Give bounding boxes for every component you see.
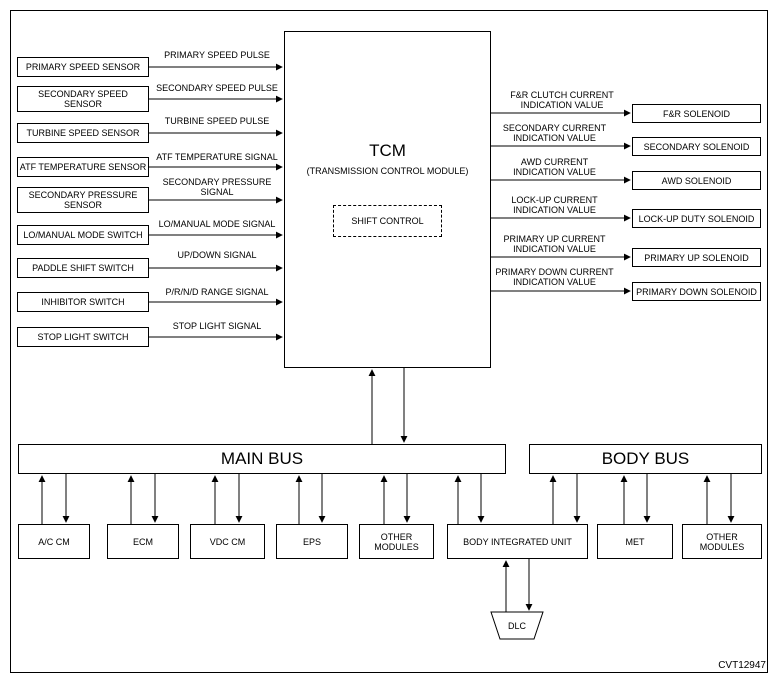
body-integrated-unit-module: BODY INTEGRATED UNIT <box>447 524 588 559</box>
awd-current-label: AWD CURRENT INDICATION VALUE <box>513 157 596 177</box>
primary-down-solenoid-box: PRIMARY DOWN SOLENOID <box>632 282 761 301</box>
secondary-speed-sensor-box: SECONDARY SPEED SENSOR <box>17 86 149 112</box>
diagram-frame <box>10 10 768 673</box>
tcm-title: TCM <box>369 141 406 160</box>
secondary-pressure-sensor-box: SECONDARY PRESSURE SENSOR <box>17 187 149 213</box>
dlc-label: DLC <box>507 621 526 631</box>
primary-speed-pulse-label: PRIMARY SPEED PULSE <box>164 50 270 60</box>
figure-reference: CVT12947 <box>718 660 766 671</box>
inhibitor-switch-box: INHIBITOR SWITCH <box>17 292 149 312</box>
atf-temperature-sensor-box: ATF TEMPERATURE SENSOR <box>17 157 149 177</box>
other-modules-body: OTHER MODULES <box>682 524 762 559</box>
turbine-speed-pulse-label: TURBINE SPEED PULSE <box>164 116 270 126</box>
paddle-shift-switch-box: PADDLE SHIFT SWITCH <box>17 258 149 278</box>
ac-cm-module: A/C CM <box>18 524 90 559</box>
shift-control-box: SHIFT CONTROL <box>333 205 442 237</box>
atf-temperature-signal-label: ATF TEMPERATURE SIGNAL <box>156 152 278 162</box>
body-bus: BODY BUS <box>529 444 762 474</box>
primary-up-solenoid-box: PRIMARY UP SOLENOID <box>632 248 761 267</box>
lock-up-current-label: LOCK-UP CURRENT INDICATION VALUE <box>511 195 598 215</box>
up-down-signal-label: UP/DOWN SIGNAL <box>177 250 257 260</box>
primary-up-current-label: PRIMARY UP CURRENT INDICATION VALUE <box>503 234 606 254</box>
secondary-current-label: SECONDARY CURRENT INDICATION VALUE <box>502 123 607 143</box>
main-bus: MAIN BUS <box>18 444 506 474</box>
lock-up-duty-solenoid-box: LOCK-UP DUTY SOLENOID <box>632 209 761 228</box>
stop-light-signal-label: STOP LIGHT SIGNAL <box>172 321 262 331</box>
other-modules-main: OTHER MODULES <box>359 524 434 559</box>
ecm-module: ECM <box>107 524 179 559</box>
turbine-speed-sensor-box: TURBINE SPEED SENSOR <box>17 123 149 143</box>
prnd-range-signal-label: P/R/N/D RANGE SIGNAL <box>165 287 269 297</box>
secondary-pressure-signal-label: SECONDARY PRESSURE SIGNAL <box>162 177 272 197</box>
stop-light-switch-box: STOP LIGHT SWITCH <box>17 327 149 347</box>
tcm-subtitle: (TRANSMISSION CONTROL MODULE) <box>306 166 469 176</box>
vdc-cm-module: VDC CM <box>190 524 265 559</box>
primary-speed-sensor-box: PRIMARY SPEED SENSOR <box>17 57 149 77</box>
dlc-shape <box>490 611 544 640</box>
secondary-speed-pulse-label: SECONDARY SPEED PULSE <box>156 83 278 93</box>
met-module: MET <box>597 524 673 559</box>
tcm-box: TCM (TRANSMISSION CONTROL MODULE) SHIFT … <box>284 31 491 368</box>
eps-module: EPS <box>276 524 348 559</box>
lo-manual-mode-switch-box: LO/MANUAL MODE SWITCH <box>17 225 149 245</box>
secondary-solenoid-box: SECONDARY SOLENOID <box>632 137 761 156</box>
primary-down-current-label: PRIMARY DOWN CURRENT INDICATION VALUE <box>495 267 614 287</box>
fr-clutch-current-label: F&R CLUTCH CURRENT INDICATION VALUE <box>510 90 614 110</box>
awd-solenoid-box: AWD SOLENOID <box>632 171 761 190</box>
lo-manual-mode-signal-label: LO/MANUAL MODE SIGNAL <box>158 219 276 229</box>
fr-solenoid-box: F&R SOLENOID <box>632 104 761 123</box>
